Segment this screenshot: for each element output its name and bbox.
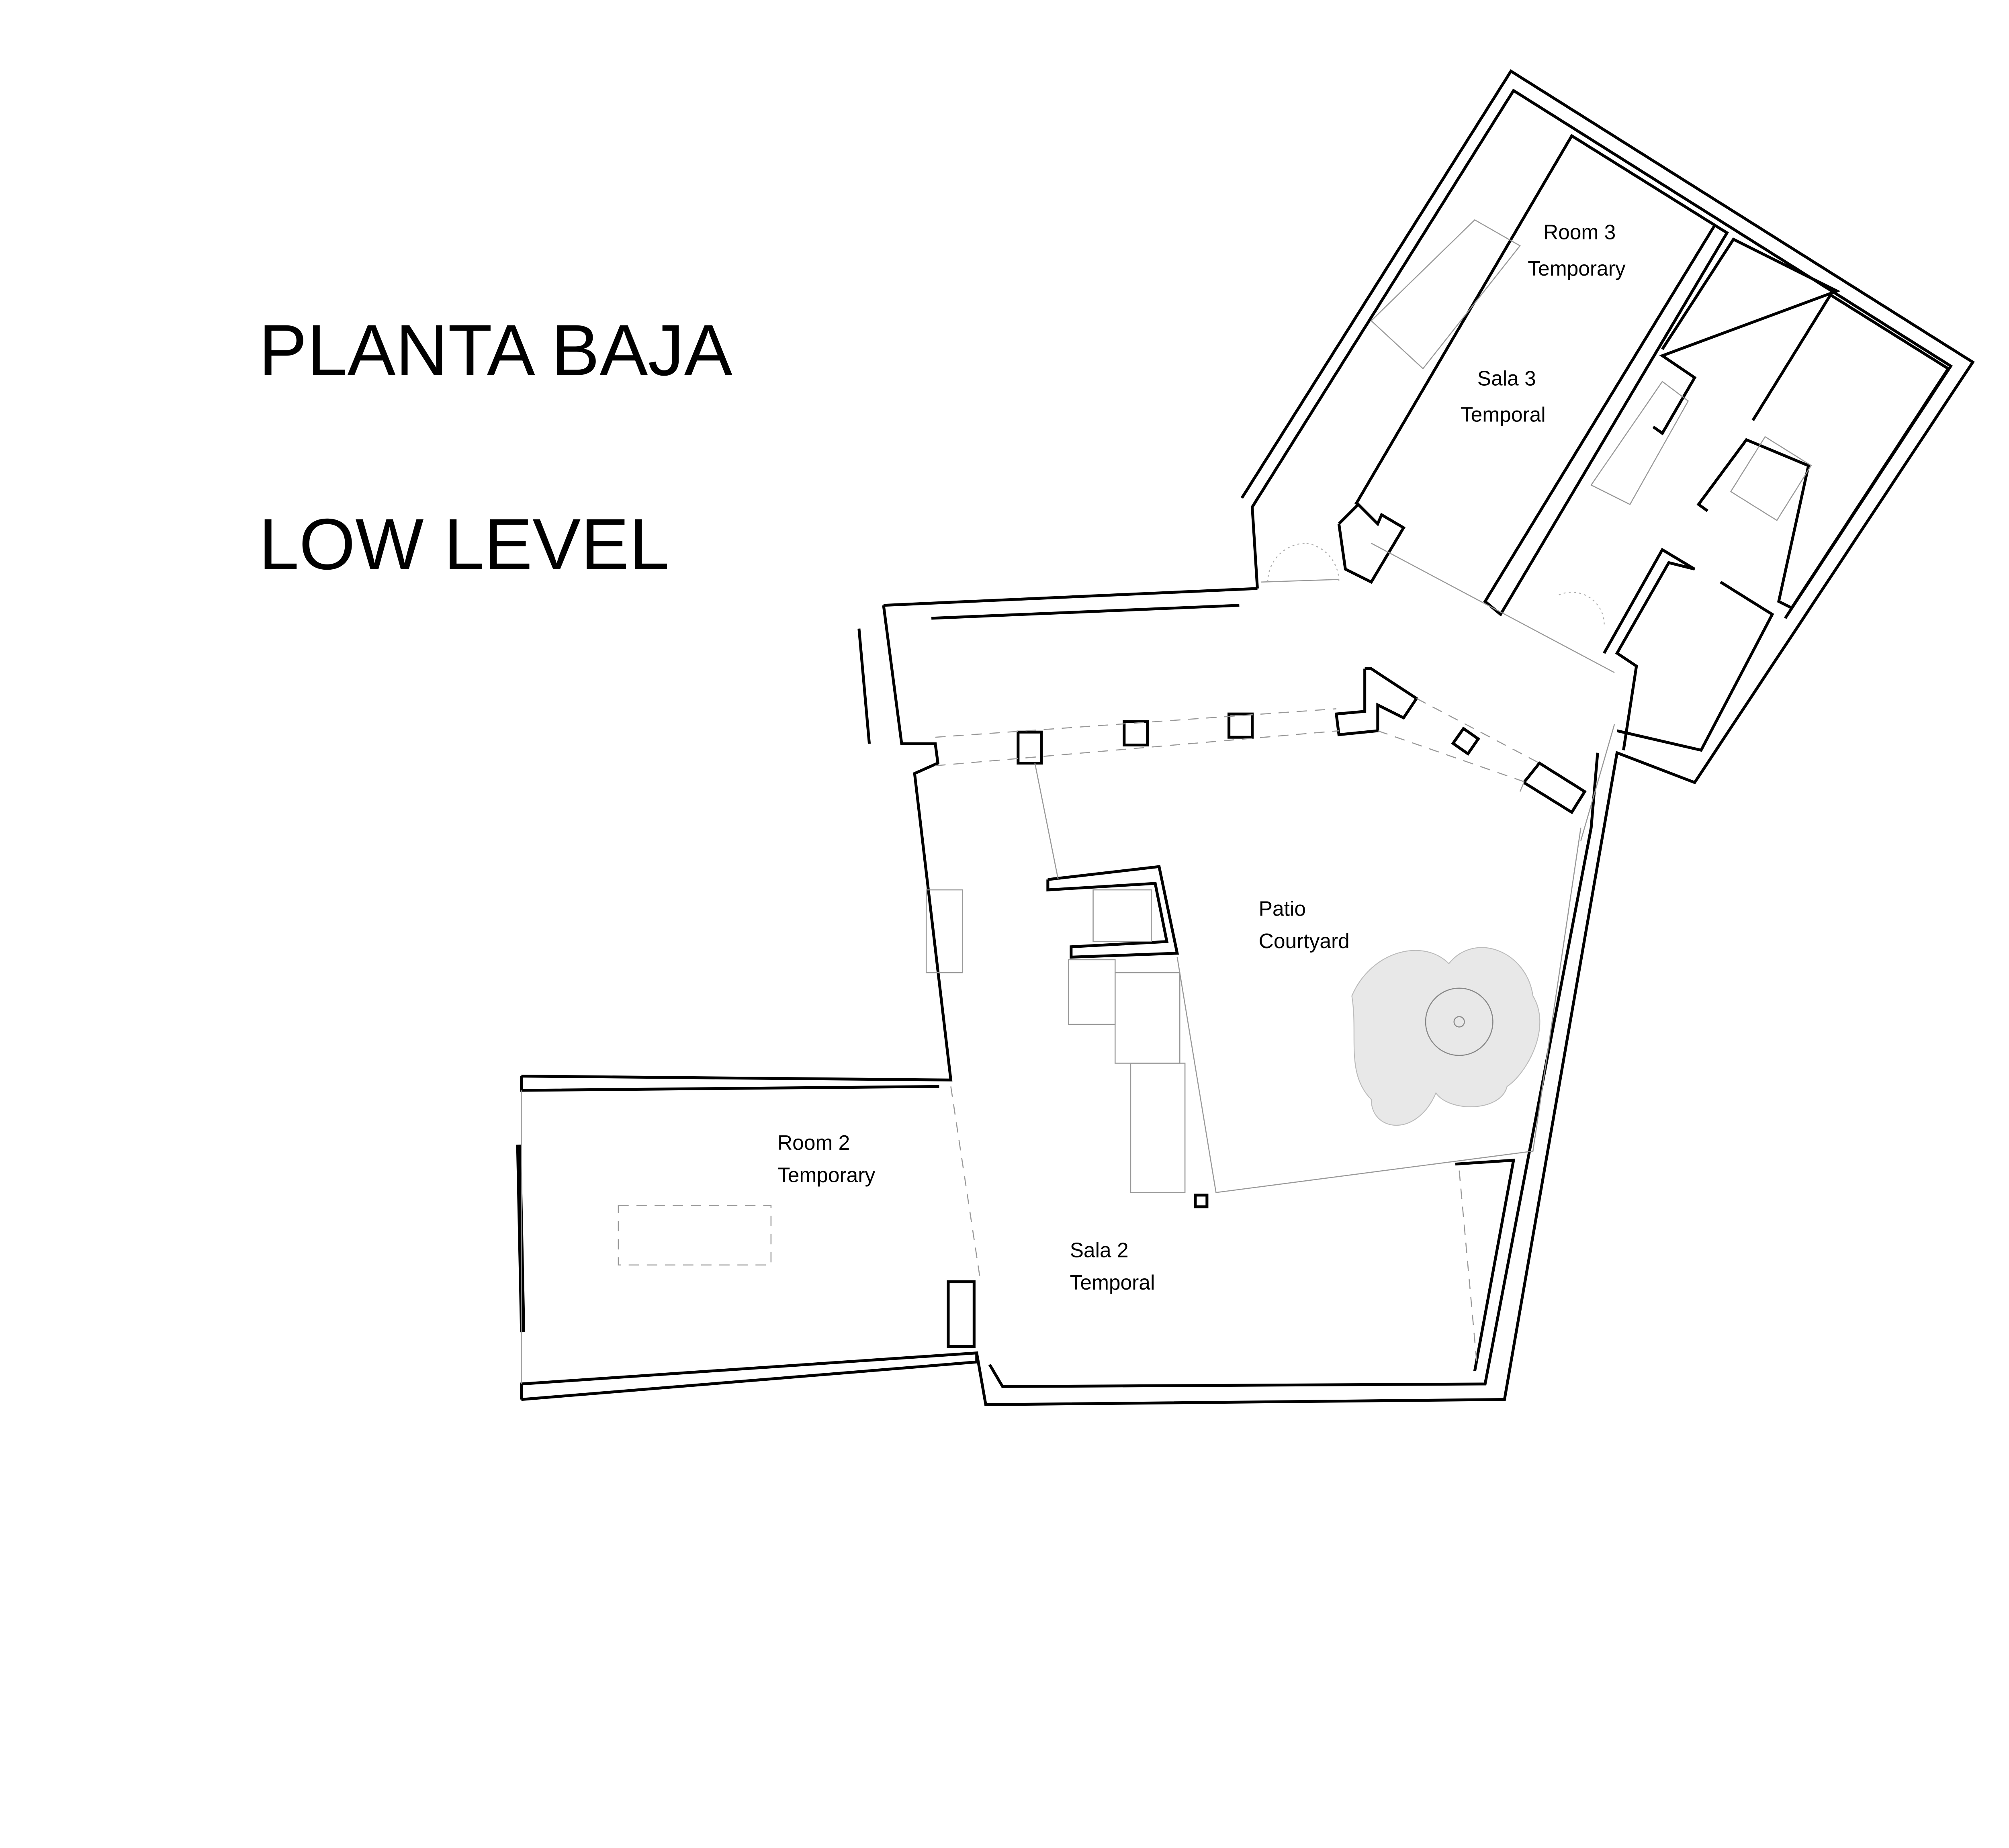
- tree: [1351, 947, 1541, 1126]
- wall-stair-core: [1046, 865, 1179, 959]
- window-west: [516, 1145, 526, 1333]
- door-swing: [1267, 543, 1307, 582]
- room3-es: Sala 3: [1477, 366, 1536, 390]
- lift-north: [1730, 436, 1812, 521]
- threshold-line: [1459, 1170, 1478, 1369]
- column-2: [1123, 720, 1149, 747]
- wall-west-outer: [521, 605, 953, 1081]
- stairs-courtyard: [1068, 959, 1186, 1193]
- wall-east-inner: [988, 752, 1599, 1388]
- threshold-line: [950, 1086, 981, 1282]
- room2-es: Sala 2: [1070, 1238, 1129, 1261]
- labels: PLANTA BAJA LOW LEVEL Room 3 Temporary S…: [259, 221, 1626, 1294]
- wall-north-wing-outer: [975, 69, 1975, 1406]
- display-plinth: [618, 1205, 772, 1266]
- room2-en-sub: Temporary: [777, 1163, 876, 1187]
- glazing-line: [1580, 724, 1615, 841]
- floor-plan: PLANTA BAJA LOW LEVEL Room 3 Temporary S…: [259, 69, 1975, 1406]
- patio-en: Courtyard: [1259, 929, 1350, 953]
- glazing-line: [1377, 730, 1527, 783]
- door-swing: [1559, 592, 1605, 628]
- column-5: [1194, 1194, 1209, 1208]
- title-planta-baja: PLANTA BAJA: [259, 310, 732, 391]
- wall-link-top: [883, 587, 1258, 607]
- glazing-line: [935, 730, 1339, 767]
- wall-courtyard-north: [1334, 667, 1419, 736]
- courtyard-edge: [1034, 763, 1059, 880]
- glazing-line: [1519, 782, 1524, 792]
- glazing-line: [1371, 543, 1615, 673]
- wall-wc: [1603, 548, 1696, 750]
- walls: [516, 69, 1975, 1406]
- lift: [1092, 889, 1152, 942]
- patio-es: Patio: [1259, 897, 1306, 920]
- column-1: [1017, 730, 1043, 765]
- glazing-line: [935, 708, 1336, 738]
- wall-room2-pier: [947, 1280, 976, 1348]
- wall-room2-bottom: [520, 1351, 978, 1401]
- room2-en: Room 2: [777, 1131, 850, 1154]
- wall-north-wing-inner: [1250, 88, 1953, 619]
- glazing-line: [1261, 579, 1339, 583]
- column-4: [1451, 726, 1481, 756]
- bench: [925, 889, 963, 973]
- wall-link-top-inner: [931, 604, 1240, 620]
- room3-en: Room 3: [1543, 221, 1616, 244]
- column-3: [1227, 712, 1254, 739]
- wall-sala2-east: [1455, 1159, 1516, 1372]
- room3-es-sub: Temporal: [1461, 403, 1546, 426]
- wall-wc-east: [1616, 581, 1774, 752]
- wall-courtyard-east-pier: [1522, 761, 1587, 814]
- door-swing: [1306, 543, 1340, 582]
- wall-lift-core: [1696, 293, 1950, 610]
- stairs-north: [1370, 219, 1689, 505]
- wall-room3-left: [1354, 134, 1729, 617]
- courtyard-edge: [1176, 828, 1581, 1193]
- title-low-level: LOW LEVEL: [259, 504, 669, 585]
- thin-lines: [521, 219, 1812, 1384]
- wall-service-block: [1652, 237, 1841, 435]
- room2-es-sub: Temporal: [1070, 1271, 1155, 1294]
- wall-west-mullion: [857, 628, 871, 744]
- glazing-line: [1416, 698, 1540, 764]
- room3-en-sub: Temporary: [1528, 257, 1626, 280]
- wall-pier-room3: [1337, 502, 1406, 584]
